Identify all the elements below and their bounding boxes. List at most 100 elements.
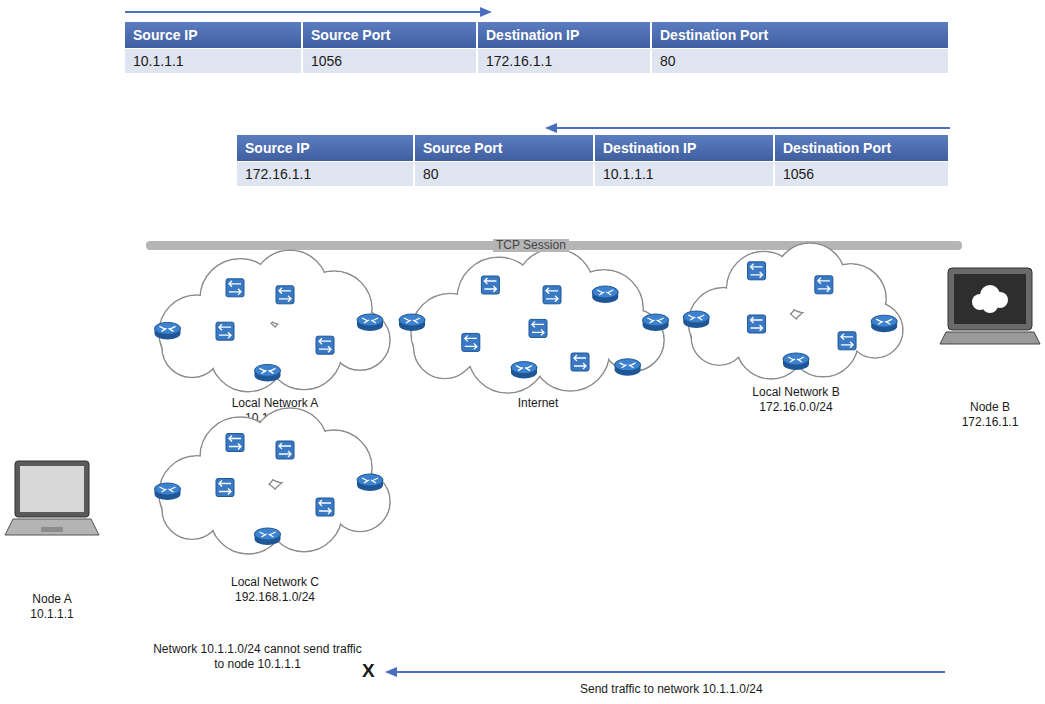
table-cell: 1056 <box>303 48 478 73</box>
laptop-bezel <box>948 268 1032 330</box>
cloud-lobe <box>210 316 286 392</box>
node-label: Local Network C 192.168.1.0/24 <box>205 575 345 605</box>
router-top <box>592 286 618 298</box>
cloud-lobe <box>211 316 285 390</box>
router-arrows <box>620 363 636 368</box>
node-label: Internet <box>478 396 598 411</box>
switch-arrows <box>229 281 241 295</box>
router-icon <box>155 322 181 339</box>
switch-icon <box>529 319 547 337</box>
arrow-head <box>545 123 557 133</box>
switch-icon <box>748 315 766 333</box>
router-icon <box>399 314 425 331</box>
switch-body <box>316 498 334 516</box>
switch-arrows <box>818 278 830 292</box>
router-icon <box>783 353 809 370</box>
table-header-cell: Source IP <box>237 135 415 161</box>
switch-icon <box>226 279 244 297</box>
router-top <box>615 359 641 371</box>
laptop-base <box>5 519 99 535</box>
switch-icon <box>815 276 833 294</box>
switch-arrows <box>751 317 763 331</box>
router-icon <box>255 364 281 381</box>
cloud-outline <box>159 408 390 554</box>
flow-arrow <box>125 11 482 13</box>
cloud-fill <box>160 251 389 391</box>
router-icon <box>255 528 281 545</box>
switch-arrows <box>219 324 231 338</box>
network-cloud: Local Network C 192.168.1.0/24 <box>150 405 400 605</box>
switch-arrows <box>465 335 477 349</box>
switch-arrows <box>841 334 853 348</box>
router-top <box>155 322 181 334</box>
network-cloud: Local Network B 172.16.0.0/24 <box>680 240 912 425</box>
table-header-cell: Source IP <box>125 22 303 48</box>
router-top <box>155 483 181 495</box>
router-icon <box>357 474 383 491</box>
table-cell: 172.16.1.1 <box>478 48 652 73</box>
node-label: Node A 10.1.1.1 <box>17 592 87 622</box>
router-arrows <box>876 319 892 324</box>
switch-icon <box>748 262 766 280</box>
router-top <box>643 314 669 326</box>
device-icons <box>399 276 669 379</box>
router-arrows <box>597 290 613 295</box>
router-icon <box>155 483 181 500</box>
table-header-cell: Source Port <box>303 22 478 48</box>
cloud-fill <box>412 250 663 393</box>
cloud-lobe <box>210 478 286 554</box>
switch-arrows <box>546 288 558 302</box>
network-cloud: Internet <box>398 250 678 420</box>
table-cell: 10.1.1.1 <box>125 48 303 73</box>
laptop-screen <box>20 466 84 512</box>
laptop-icon <box>5 461 99 535</box>
router-arrows <box>788 357 804 362</box>
switch-arrows <box>279 443 291 457</box>
blocked-mark: X <box>362 661 375 681</box>
router-icon <box>615 359 641 376</box>
cloud-fill <box>160 409 389 553</box>
switch-arrows <box>532 321 544 335</box>
switch-arrows <box>574 355 586 369</box>
table-header-cell: Destination Port <box>652 22 950 48</box>
table-cell: 1056 <box>775 161 950 186</box>
switch-body <box>571 353 589 371</box>
switch-icon <box>316 336 334 354</box>
cloud-outline <box>159 250 390 391</box>
switch-body <box>543 286 561 304</box>
flow-arrow <box>395 671 945 673</box>
router-arrows <box>260 532 276 537</box>
laptop-pad <box>41 527 63 532</box>
switch-body <box>462 333 480 351</box>
switch-icon <box>276 286 294 304</box>
table-cell: 80 <box>652 48 950 73</box>
router-top <box>783 353 809 365</box>
router-top <box>871 315 897 327</box>
cloud-lobe <box>211 479 285 553</box>
switch-arrows <box>279 288 291 302</box>
switch-arrows <box>229 436 241 450</box>
switch-icon <box>216 479 234 497</box>
switch-icon <box>481 276 499 294</box>
laptop-bezel <box>15 461 89 517</box>
switch-icon <box>316 498 334 516</box>
router-top <box>683 311 709 323</box>
switch-icon <box>571 353 589 371</box>
switch-body <box>226 434 244 452</box>
router-icon <box>357 314 383 331</box>
laptop-screen <box>954 274 1026 324</box>
switch-body <box>216 479 234 497</box>
switch-body <box>838 332 856 350</box>
router-arrows <box>160 487 176 492</box>
router-top <box>255 364 281 376</box>
switch-icon <box>462 333 480 351</box>
cloud-lobe <box>469 315 546 392</box>
router-top <box>357 314 383 326</box>
network-cloud: Local Network A 10.1.1.0/24 <box>150 250 400 430</box>
router-arrows <box>260 368 276 373</box>
switch-body <box>316 336 334 354</box>
router-top <box>255 528 281 540</box>
switch-body <box>276 441 294 459</box>
router-arrows <box>362 478 378 483</box>
